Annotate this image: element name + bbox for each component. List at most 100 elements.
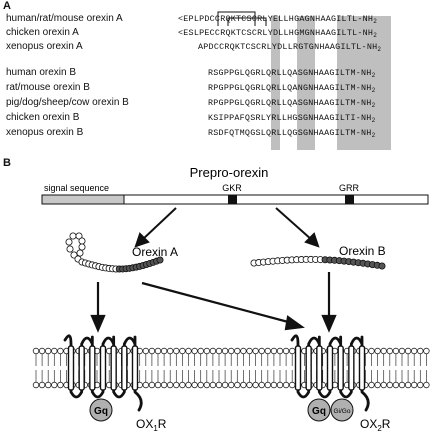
lipid-head	[264, 381, 271, 389]
sequence-row: pig/dog/sheep/cow orexin B RPGPPGLQGRLQR…	[0, 97, 436, 110]
grr-label: GRR	[339, 183, 360, 193]
gigo-label-ox2r: Gi/Go	[334, 408, 351, 415]
receptor-backbone	[290, 334, 370, 412]
lipid-head	[246, 381, 253, 389]
gkr-label: GKR	[222, 183, 242, 193]
receptor-backbone	[63, 334, 143, 412]
lipid-head	[166, 381, 174, 389]
lipid-head	[380, 381, 387, 389]
lipid-head	[368, 347, 375, 355]
transmembrane-helix	[305, 345, 312, 391]
orexin-b-label: Orexin B	[339, 244, 386, 258]
orexin-a-residue	[75, 232, 83, 240]
orexin-a-residue	[66, 245, 74, 253]
lipid-head	[276, 381, 284, 389]
species-name: chicken orexin A	[6, 27, 79, 38]
lipid-head	[215, 347, 223, 355]
species-name: xenopus orexin B	[6, 127, 84, 138]
lipid-head	[209, 347, 217, 355]
lipid-head	[142, 347, 149, 355]
lipid-head	[227, 347, 235, 355]
transmembrane-helix	[316, 345, 323, 391]
gq-protein-ox2r	[307, 398, 331, 422]
lipid-head	[374, 347, 381, 355]
sequence-row: xenopus orexin B RSDFQTMQGSLQRLLQGSGNHAA…	[0, 127, 436, 140]
arrowhead-a-to-ox1r	[90, 314, 106, 333]
gigo-protein-ox2r	[330, 398, 354, 422]
peptide-sequence: RSDFQTMQGSLQRLLQGSGNHAAGILTM-NH2	[208, 128, 376, 139]
highlight-column-2	[297, 16, 315, 150]
lipid-head	[197, 381, 204, 389]
highlight-column-1	[271, 16, 280, 150]
lipid-head	[234, 381, 241, 389]
lipid-head	[240, 381, 247, 389]
lipid-head	[45, 381, 52, 389]
ox2r-receptor	[290, 334, 370, 412]
lipid-head	[38, 347, 46, 355]
orexin-a-label: Orexin A	[132, 245, 178, 259]
lipid-head	[57, 347, 64, 355]
species-name: human orexin B	[6, 67, 77, 78]
ox1r-label: OX1R	[136, 417, 167, 433]
lipid-head	[264, 347, 271, 355]
transmembrane-helix	[99, 345, 107, 391]
gq-label-ox1r: Gq	[94, 406, 108, 417]
lipid-head	[374, 381, 381, 389]
gq-protein-ox1r	[89, 398, 113, 422]
lipid-head	[51, 381, 58, 389]
precursor-title: Prepro-orexin	[190, 165, 269, 180]
gkr-site	[228, 195, 237, 204]
sequence-row: human/rat/mouse orexin A <EPLPDCCRQKTCSC…	[0, 13, 436, 26]
lipid-head	[154, 347, 162, 355]
lipid-head	[411, 347, 418, 355]
transmembrane-helix	[337, 345, 344, 391]
arrow-a-to-ox2r	[141, 281, 293, 325]
lipid-head	[417, 347, 424, 355]
g-proteins: Gq Gq Gi/Go	[89, 398, 354, 422]
signal-sequence-region	[41, 194, 125, 205]
sequence-row: chicken orexin B KSIPPAFQSRLYRLLHGSGNHAA…	[0, 112, 436, 125]
lipid-head	[173, 347, 180, 355]
orexin-a-residue	[76, 249, 84, 257]
peptide-sequence: <ESLPECCRQKTCSCRLYDLLHGMGNHAAGILTL-NH2	[178, 28, 378, 39]
orexin-a-residue	[78, 237, 86, 245]
transmembrane-helix	[348, 345, 355, 391]
lipid-head	[160, 381, 168, 389]
lipid-head	[203, 381, 210, 389]
peptide-sequence: APDCCRQKTCSCRLYDLLRGTGNHAAGILTL-NH2	[198, 42, 382, 53]
transmembrane-helix	[121, 345, 128, 391]
lipid-head	[148, 381, 156, 389]
precursor-bar	[41, 194, 429, 205]
lipid-head	[57, 381, 64, 389]
peptide-sequence: KSIPPAFQSRLYRLLHGSGNHAAGILTI-NH2	[208, 113, 376, 124]
peptide-sequence: RPGPPGLQGRLQRLLQANGNHAAGILTM-NH2	[208, 83, 376, 94]
arrowhead-a-to-ox2r	[284, 315, 305, 331]
arrowhead-orexin-b	[304, 232, 320, 248]
lipid-head	[423, 381, 430, 389]
lipid-head	[392, 381, 400, 389]
ox2r-label: OX2R	[360, 417, 391, 433]
lipid-head	[221, 381, 229, 389]
lipid-head	[179, 347, 186, 355]
orexin-b-residue	[378, 262, 386, 270]
transmembrane-helix	[326, 345, 334, 391]
processing-arrows	[134, 207, 320, 248]
lipid-head	[221, 347, 229, 355]
lipid-head	[191, 347, 198, 355]
sequence-row: human orexin B RSGPPGLQGRLQRLLQASGNHAAGI…	[0, 67, 436, 80]
species-name: xenopus orexin A	[6, 41, 83, 52]
lipid-head	[173, 381, 180, 389]
orexin-a-residue	[65, 238, 73, 246]
peptide-sequence: RPGPPGLQGRLQRLLQASGNHAAGILTM-NH2	[208, 98, 376, 109]
lipid-head	[234, 347, 241, 355]
peptide-sequence: <EPLPDCCRQKTCSCRLYELLHGAGNHAAGILTL-NH2	[178, 14, 378, 25]
arrow-to-orexin-b	[275, 207, 313, 241]
orexin-b-peptide-chain	[250, 255, 386, 270]
lipid-head	[185, 347, 192, 355]
lipid-head	[32, 381, 40, 389]
peptide-sequence: RSGPPGLQGRLQRLLQASGNHAAGILTM-NH2	[208, 68, 376, 79]
lipid-head	[276, 347, 284, 355]
lipid-head	[51, 347, 58, 355]
ox1r-receptor	[63, 334, 143, 412]
